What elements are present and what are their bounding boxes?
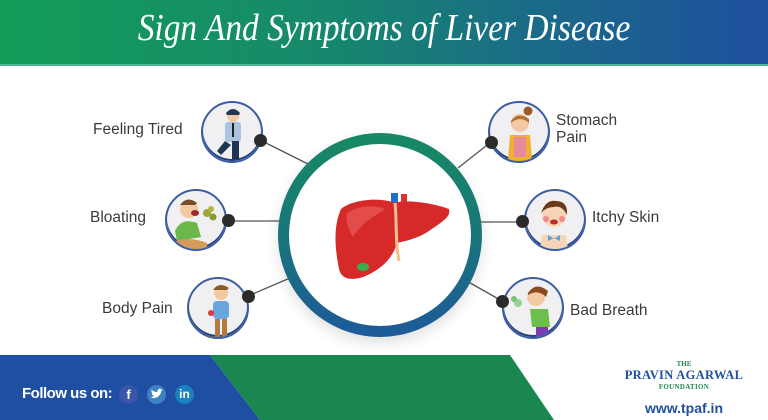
symptom-image-stomach-pain	[488, 101, 550, 163]
twitter-icon[interactable]	[147, 385, 166, 404]
page-title: Sign And Symptoms of Liver Disease	[137, 7, 631, 49]
center-inner	[289, 144, 471, 326]
stomach-pain-person-icon	[508, 106, 533, 161]
symptom-label-itchy-skin: Itchy Skin	[592, 209, 660, 226]
symptom-label-stomach-pain: Stomach Pain	[556, 112, 617, 146]
bloating-person-icon	[171, 199, 217, 249]
brand-foundation: FOUNDATION	[658, 383, 710, 391]
bad-breath-person-icon	[511, 286, 550, 337]
symptom-label-stomach-line2: Pain	[556, 129, 588, 146]
website-link[interactable]: www.tpaf.in	[644, 400, 724, 416]
brand-name: PRAVIN AGARWAL	[624, 368, 744, 382]
symptom-label-feeling-tired: Feeling Tired	[93, 121, 183, 138]
connector-dot	[242, 290, 255, 303]
symptom-label-bloating: Bloating	[90, 209, 147, 226]
facebook-icon[interactable]: f	[119, 385, 138, 404]
symptom-image-bloating	[165, 189, 227, 251]
symptom-label-body-pain: Body Pain	[102, 300, 173, 317]
connector-dot	[222, 214, 235, 227]
connector-dot	[496, 295, 509, 308]
symptom-image-feeling-tired	[201, 101, 263, 163]
liver-icon	[335, 193, 450, 279]
symptom-image-body-pain	[187, 277, 249, 339]
symptom-label-stomach-line1: Stomach	[556, 112, 618, 129]
linkedin-icon[interactable]: in	[175, 385, 194, 404]
connector-dot	[516, 215, 529, 228]
brand-the: THE	[676, 360, 692, 368]
follow-us-label: Follow us on:	[22, 385, 113, 402]
symptom-image-bad-breath	[502, 277, 564, 339]
footer-band	[0, 355, 554, 420]
body-pain-person-icon	[208, 284, 229, 337]
symptom-image-itchy-skin	[524, 189, 586, 251]
tired-person-icon	[217, 109, 241, 159]
itchy-skin-person-icon	[540, 200, 568, 249]
connector-dot	[485, 136, 498, 149]
symptom-label-bad-breath: Bad Breath	[570, 302, 648, 319]
header-banner: Sign And Symptoms of Liver Disease	[0, 0, 768, 66]
center-ring	[278, 133, 482, 337]
connector-dot	[254, 134, 267, 147]
